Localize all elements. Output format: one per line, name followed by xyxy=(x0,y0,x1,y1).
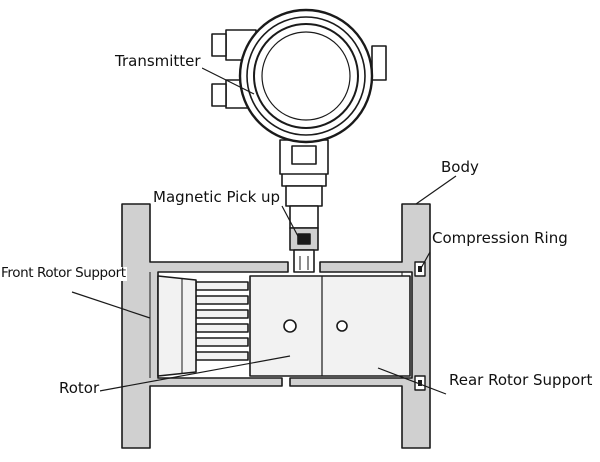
transmitter-housing xyxy=(211,8,387,175)
front-rotor-support xyxy=(157,275,197,377)
label-rear-rotor-support: Rear Rotor Support xyxy=(448,371,594,389)
leader-lines xyxy=(71,67,457,395)
rear-rotor-support xyxy=(249,275,411,377)
label-magnetic-pickup: Magnetic Pick up xyxy=(152,188,282,206)
label-transmitter: Transmitter xyxy=(114,52,202,70)
label-body: Body xyxy=(440,158,480,176)
label-rotor: Rotor xyxy=(58,379,101,397)
label-front-rotor-support: Front Rotor Support xyxy=(0,265,127,281)
rotor-blades xyxy=(195,281,249,361)
magnetic-pickup xyxy=(281,171,327,273)
label-compression-ring: Compression Ring xyxy=(431,229,569,247)
